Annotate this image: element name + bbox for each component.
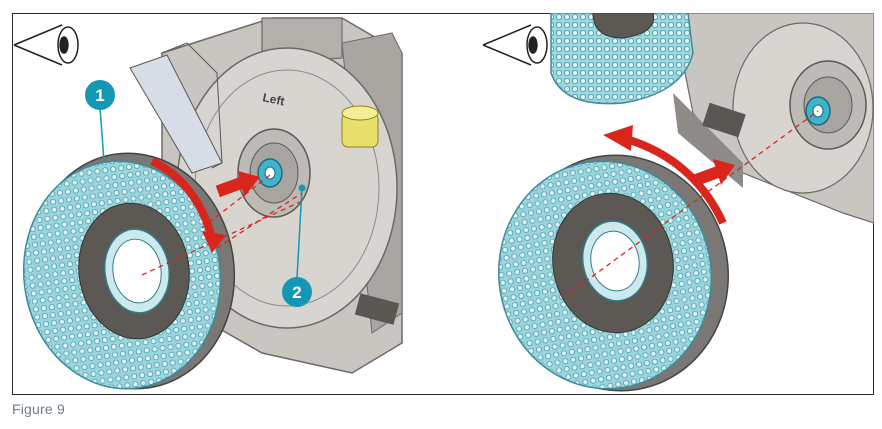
machine-side-label: Left <box>261 90 285 108</box>
figure-caption: Figure 9 <box>12 401 65 417</box>
callout-1: 1 <box>85 80 115 162</box>
alignment-line-right <box>562 110 819 299</box>
callout-1-number: 1 <box>95 86 104 105</box>
alignment-lines <box>141 174 303 276</box>
brush-disc-right <box>497 154 729 392</box>
eye-icon <box>482 24 548 66</box>
brush-disc-left <box>22 152 236 390</box>
eye-icon <box>13 24 79 66</box>
insert-arrow <box>215 171 260 198</box>
right-illustration-svg <box>482 13 874 392</box>
yellow-knob <box>341 105 379 148</box>
insert-arrow-right <box>693 159 735 186</box>
right-panel-illustration <box>443 13 874 395</box>
rotation-arrow-right <box>621 134 727 225</box>
brush-disc-top <box>550 13 694 105</box>
left-panel-illustration: Left <box>12 13 443 395</box>
left-illustration-svg: Left <box>13 17 403 390</box>
callout-2-number: 2 <box>292 283 301 302</box>
machine-housing-right <box>672 13 874 224</box>
rotation-arrow <box>150 157 216 240</box>
callout-2: 2 <box>282 184 312 307</box>
